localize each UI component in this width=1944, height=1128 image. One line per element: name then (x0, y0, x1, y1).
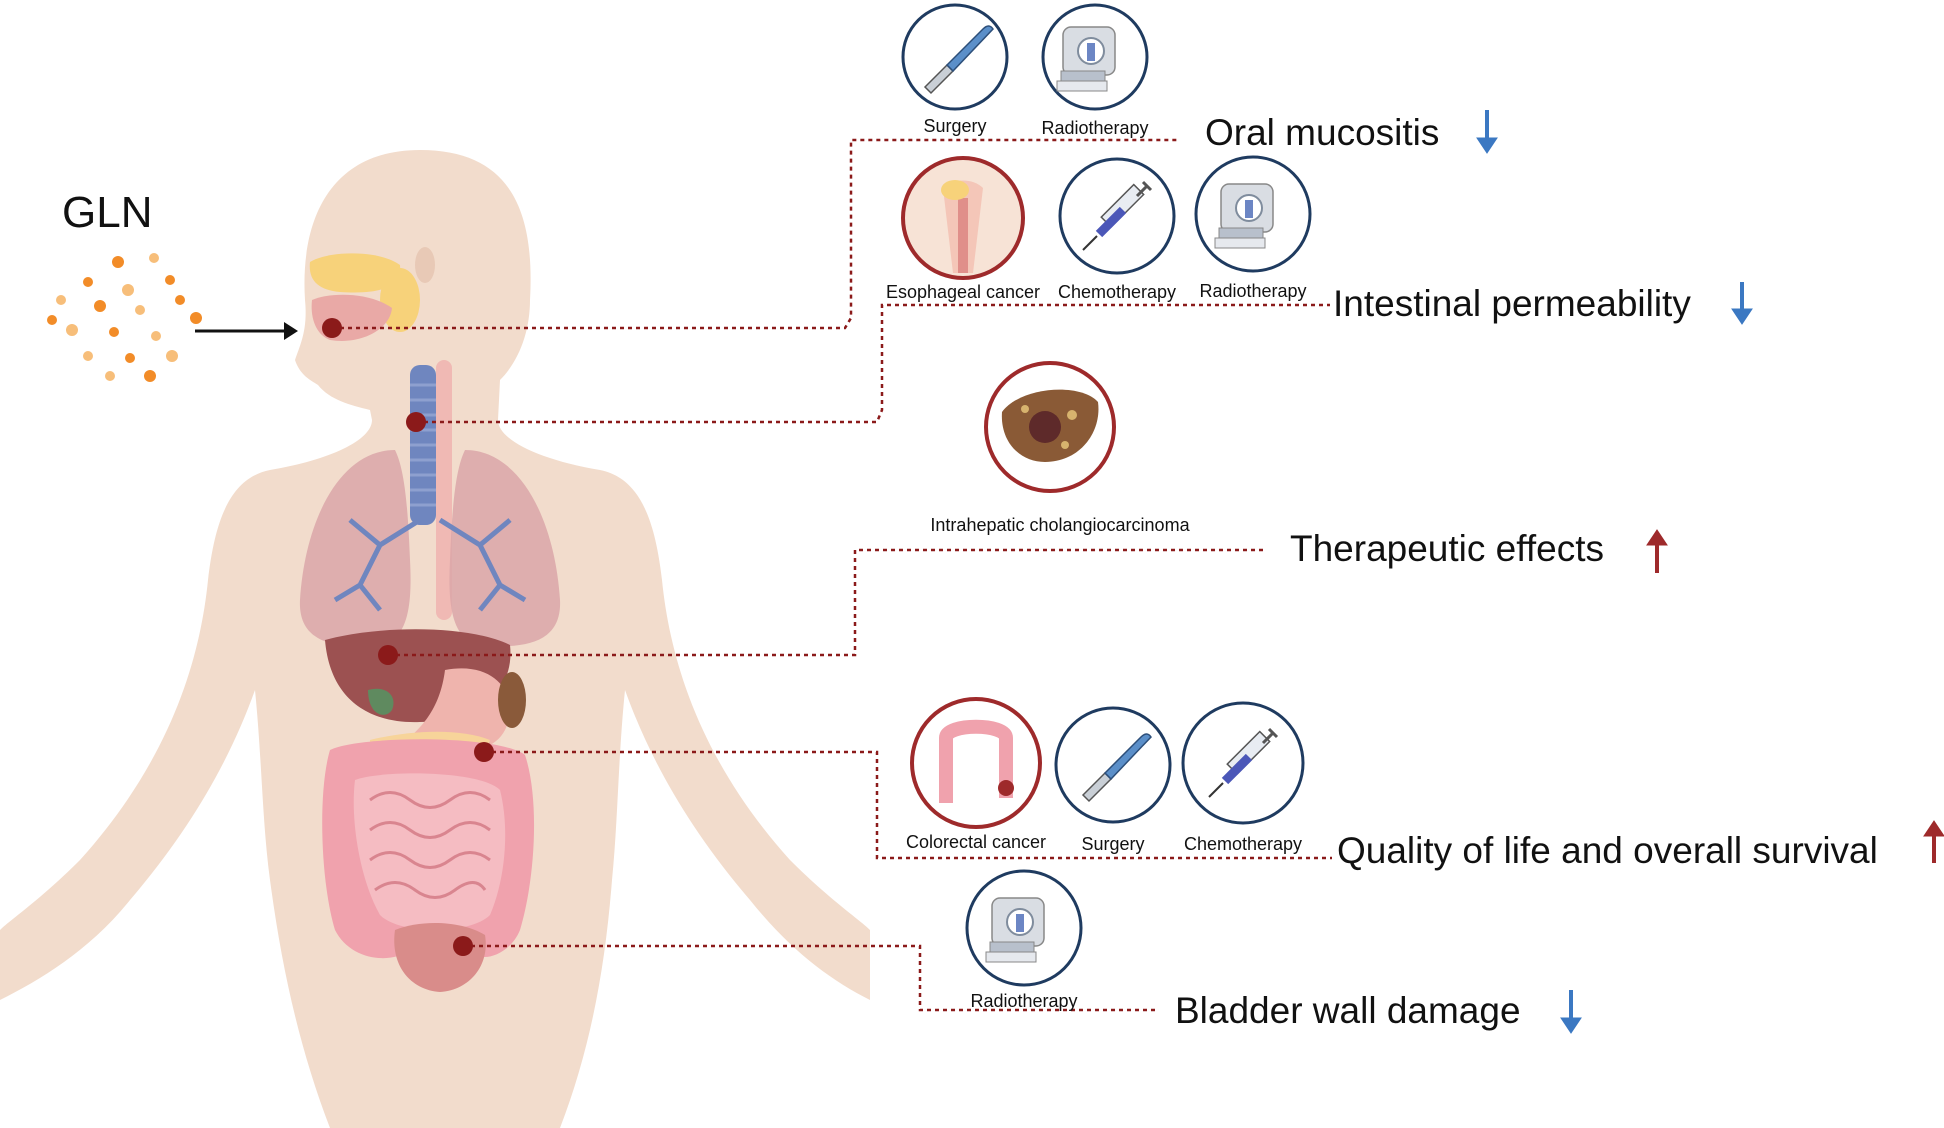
bladder-marker-dot (453, 936, 473, 956)
icon-label-surgery: Surgery (1081, 834, 1144, 854)
gln-arrow (195, 322, 298, 340)
icon-label-colorectal-cancer: Colorectal cancer (906, 832, 1046, 852)
effect-row-intestinal-permeability: Esophageal cancer Chemotherapy Radiother… (886, 155, 1753, 325)
gallbladder-shape (368, 688, 394, 715)
syringe-icon (1058, 157, 1176, 275)
icon-label-radiotherapy: Radiotherapy (970, 991, 1077, 1011)
mouth-marker-dot (322, 318, 342, 338)
effect-row-bladder-wall-damage: Radiotherapy Bladder wall damage (965, 869, 1582, 1034)
icon-label-chemotherapy: Chemotherapy (1058, 282, 1176, 302)
gln-particle (109, 327, 119, 337)
down-arrow-icon (1731, 282, 1753, 325)
leader-lines (340, 138, 1332, 1012)
colon-icon (910, 697, 1042, 829)
gln-particle (112, 256, 124, 268)
salivary-gland-shape (380, 268, 420, 332)
intestine-coils (369, 791, 491, 899)
icon-label-surgery: Surgery (923, 116, 986, 136)
esophagus-shape (436, 360, 452, 620)
leader-line-intestinal (424, 303, 1330, 424)
effect-label-oral-mucositis: Oral mucositis (1205, 112, 1439, 153)
esophagus-icon (901, 156, 1025, 280)
gln-particle (149, 253, 159, 263)
colon-marker-dot (474, 742, 494, 762)
gln-particles (47, 253, 202, 382)
gln-particle (105, 371, 115, 381)
gln-particle (56, 295, 66, 305)
gln-particle (144, 370, 156, 382)
up-arrow-icon (1923, 820, 1944, 863)
gln-particle (83, 277, 93, 287)
liver-tumor-icon (984, 361, 1116, 493)
icon-label-radiotherapy: Radiotherapy (1041, 118, 1148, 138)
gln-particle (165, 275, 175, 285)
kidney-shape (498, 672, 526, 728)
organ-markers (322, 318, 494, 956)
icon-label-chemotherapy: Chemotherapy (1184, 834, 1302, 854)
right-lung-shape (449, 450, 561, 647)
gln-particle (151, 331, 161, 341)
gln-particle (47, 315, 57, 325)
down-arrow-icon (1560, 990, 1582, 1034)
effect-row-oral-mucositis: Surgery Radiotherapy Oral mucositis (901, 3, 1498, 154)
effect-row-quality-of-life: Colorectal cancer Surgery Chemotherapy Q… (906, 697, 1944, 871)
gln-particle (83, 351, 93, 361)
esophagus-marker-dot (406, 412, 426, 432)
bronchi-shape (333, 517, 527, 612)
scalpel-icon (1054, 706, 1172, 824)
syringe-icon (1181, 701, 1305, 825)
effect-row-therapeutic-effects: Intrahepatic cholangiocarcinoma Therapeu… (930, 361, 1668, 573)
gln-particle (125, 353, 135, 363)
effect-label-quality-of-life: Quality of life and overall survival (1337, 830, 1878, 871)
ct-scanner-icon (1194, 155, 1312, 273)
gln-particle (122, 284, 134, 296)
gln-particle (135, 305, 145, 315)
gln-particle (175, 295, 185, 305)
small-intestine-shape (353, 773, 506, 930)
leader-line-quality (492, 750, 1332, 860)
ear-shape (415, 247, 435, 283)
leader-line-oral (340, 138, 1180, 330)
icon-label-radiotherapy: Radiotherapy (1199, 281, 1306, 301)
gln-particle (66, 324, 78, 336)
gln-particle (94, 300, 106, 312)
ct-scanner-icon (1041, 3, 1149, 111)
gln-label: GLN (62, 188, 152, 237)
nasal-sinus-shape (309, 253, 401, 293)
icon-label-esophageal-cancer: Esophageal cancer (886, 282, 1040, 302)
down-arrow-icon (1476, 110, 1498, 154)
effect-label-therapeutic-effects: Therapeutic effects (1290, 528, 1604, 569)
liver-marker-dot (378, 645, 398, 665)
icon-label-intrahepatic-cholangiocarcinoma: Intrahepatic cholangiocarcinoma (930, 515, 1190, 535)
effect-label-bladder-wall-damage: Bladder wall damage (1175, 990, 1521, 1031)
gln-particle (190, 312, 202, 324)
scalpel-icon (901, 3, 1009, 111)
up-arrow-icon (1646, 529, 1668, 573)
gln-particle (166, 350, 178, 362)
human-body-figure (0, 150, 870, 1128)
left-lung-shape (299, 450, 411, 647)
effect-label-intestinal-permeability: Intestinal permeability (1333, 283, 1691, 324)
leader-line-therapeutic (396, 548, 1265, 657)
ct-scanner-icon (965, 869, 1083, 987)
leader-line-bladder (471, 944, 1155, 1012)
